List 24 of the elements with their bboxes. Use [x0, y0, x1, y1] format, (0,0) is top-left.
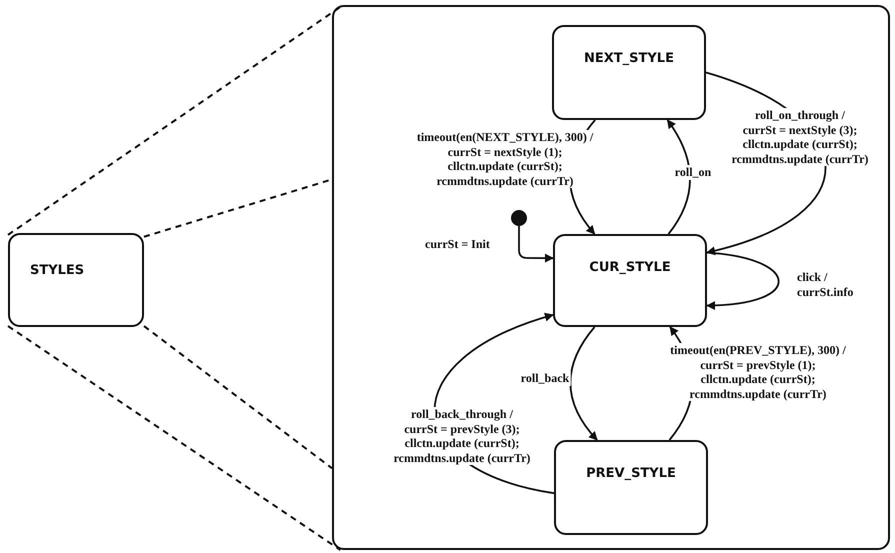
transition-arrow: [518, 226, 554, 263]
transition-label: timeout(en(PREV_STYLE), 300) / currSt = prevStyle (1); cllctn.update (currSt); rcmmdtns.update (currTr): [668, 343, 848, 401]
state-name: NEXT_STYLE: [583, 51, 675, 66]
transition-label: timeout(en(NEXT_STYLE), 300) / currSt = nextStyle (1); cllctn.update (currSt); rcmmdtns.update (currTr): [414, 130, 596, 188]
state-name: CUR_STYLE: [588, 260, 672, 275]
state-name: STYLES: [30, 263, 86, 278]
projection-line: [7, 325, 341, 551]
state-box: [8, 233, 144, 327]
state-box: [554, 440, 708, 535]
transition-label: roll_on: [672, 165, 714, 180]
state-box: [552, 25, 706, 120]
initial-state-dot: [511, 210, 527, 226]
transition-label: roll_back_through / currSt = prevStyle (3); cllctn.update (currSt); rcmmdtns.update (currTr): [392, 407, 532, 465]
transition-arrow: [666, 119, 691, 235]
transition-label: click / currSt.info: [795, 270, 856, 299]
state-name: PREV_STYLE: [585, 466, 677, 481]
transition-label: currSt = Init: [423, 237, 492, 252]
state-box: [553, 234, 707, 327]
transition-arrow: [706, 252, 780, 310]
transition-arrow: [570, 326, 598, 441]
transition-label: roll_on_through / currSt = nextStyle (3); cllctn.update (currSt); rcmmdtns.update (currTr): [730, 108, 870, 166]
expanded-frame: [332, 5, 890, 550]
transition-label: roll_back: [518, 371, 572, 386]
projection-line: [143, 325, 333, 470]
